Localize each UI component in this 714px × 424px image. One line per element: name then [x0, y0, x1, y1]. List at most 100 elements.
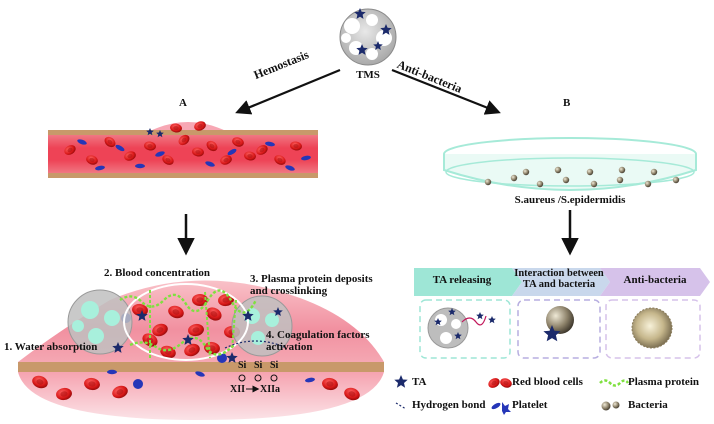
- legend-hydrogen-bond-icon: [395, 402, 407, 410]
- red-blood-cell-icon: [86, 155, 98, 165]
- star-icon: [488, 316, 496, 324]
- dead-bacteria: [631, 307, 673, 349]
- platelet-icon: [285, 165, 295, 171]
- red-blood-cell-icon: [322, 377, 338, 391]
- stage-box-3: [605, 299, 701, 359]
- releasing-particle: [427, 307, 496, 349]
- plasma-protein-network: [119, 289, 258, 314]
- red-blood-cell-icon: [488, 378, 500, 388]
- platelet-icon: [77, 139, 87, 145]
- tms-particle: [339, 8, 397, 66]
- bacteria-icon: [586, 168, 594, 176]
- wound-site: Si Si Si XII XIIa: [18, 280, 384, 420]
- star-icon: [543, 325, 561, 342]
- platelet-icon: [301, 155, 311, 161]
- platelet-icon: [107, 369, 117, 375]
- legend-label-rbc: Red blood cells: [512, 376, 583, 388]
- bacteria-icon: [554, 166, 562, 174]
- red-blood-cell-icon: [56, 387, 72, 401]
- legend-label-platelet: Platelet: [512, 399, 548, 411]
- red-blood-cell-icon: [170, 123, 182, 133]
- step-3-label: 3. Plasma protein deposits and crosslink…: [250, 273, 373, 297]
- step-1-label: 1. Water absorption: [4, 341, 98, 353]
- stage-3-label: Anti-bacteria: [623, 274, 687, 286]
- platelet-icon: [155, 151, 165, 157]
- tms-particle-left: [67, 289, 133, 355]
- bacteria-icon: [644, 180, 652, 188]
- legend-label-protein: Plasma protein: [628, 376, 699, 388]
- red-blood-cell-icon: [232, 137, 244, 147]
- red-blood-cell-icon: [162, 155, 174, 165]
- platelet-icon: [95, 165, 105, 171]
- dish-label: S.aureus /S.epidermidis: [514, 194, 626, 206]
- svg-text:XII: XII: [230, 384, 245, 395]
- red-blood-cell-icon: [274, 155, 286, 165]
- legend-label-hbond: Hydrogen bond: [412, 399, 486, 411]
- star-icon: [448, 308, 456, 316]
- stage-banner-3: [600, 268, 710, 296]
- bacteria-icon: [618, 166, 626, 174]
- petri-dish: [443, 137, 697, 191]
- red-blood-cell-icon: [218, 293, 234, 307]
- star-icon: [380, 24, 392, 35]
- platelet-cluster: [133, 379, 143, 389]
- legend-star-icon: [394, 375, 408, 388]
- bacteria-icon: [522, 168, 530, 176]
- platelet-icon: [135, 163, 145, 169]
- legend-label-bacteria: Bacteria: [628, 399, 668, 411]
- star-icon: [146, 128, 154, 136]
- legend-plasma-protein-icon: [599, 379, 630, 387]
- star-icon: [476, 312, 484, 320]
- red-blood-cell-icon: [184, 343, 200, 357]
- bacteria-icon: [616, 176, 624, 184]
- red-blood-cell-icon: [112, 385, 128, 399]
- red-blood-cell-icon: [144, 141, 156, 151]
- star-icon: [242, 310, 254, 321]
- stage-banner-2: [512, 268, 610, 296]
- red-blood-cell-icon: [206, 307, 222, 321]
- si-surface-groups: Si Si Si XII XIIa: [230, 360, 280, 395]
- red-blood-cell-icon: [206, 140, 218, 152]
- stage-banner-1: [414, 268, 522, 296]
- star-icon: [182, 334, 194, 345]
- stage-box-2: [517, 299, 601, 359]
- bacteria-icon: [562, 176, 570, 184]
- platelet-icon: [265, 141, 275, 147]
- red-blood-cell-icon: [124, 151, 136, 161]
- red-blood-cell-icon: [168, 305, 184, 319]
- star-icon: [354, 8, 366, 19]
- legend-label-ta: TA: [412, 376, 427, 388]
- panel-a-letter: A: [179, 97, 187, 109]
- red-blood-cell-icon: [256, 145, 268, 155]
- platelet-icon: [491, 402, 501, 410]
- hydrogen-bond-line: [224, 340, 288, 349]
- step-2-label: 2. Blood concentration: [104, 267, 211, 279]
- star-icon: [434, 318, 442, 326]
- platelet-icon: [305, 377, 315, 383]
- star-icon: [373, 41, 383, 50]
- star-icon: [273, 307, 283, 316]
- stage-box-1: [419, 299, 511, 359]
- svg-text:Si: Si: [254, 360, 263, 371]
- star-icon: [136, 310, 148, 321]
- red-blood-cell-icon: [192, 147, 204, 157]
- red-blood-cell-icon: [178, 134, 190, 146]
- step-4-label: 4. Coagulation factors activation: [266, 329, 370, 353]
- anti-bacteria-arrow: [391, 68, 501, 115]
- red-blood-cell-icon: [194, 121, 206, 131]
- plasma-protein-crosslinks: [149, 290, 237, 360]
- red-blood-cell-icon: [500, 378, 512, 388]
- bacteria-icon: [601, 401, 611, 411]
- bacteria-icon: [536, 180, 544, 188]
- star-icon: [156, 130, 164, 138]
- star-icon: [226, 352, 238, 363]
- legend-platelet-icon: [502, 402, 511, 415]
- platelet-icon: [115, 144, 125, 152]
- platelet-icon: [205, 161, 215, 167]
- red-blood-cell-icon: [192, 294, 208, 306]
- svg-text:XIIa: XIIa: [260, 384, 280, 395]
- red-blood-cell-icon: [64, 145, 76, 155]
- platelet-icon: [227, 148, 237, 156]
- bacteria-icon: [612, 401, 620, 409]
